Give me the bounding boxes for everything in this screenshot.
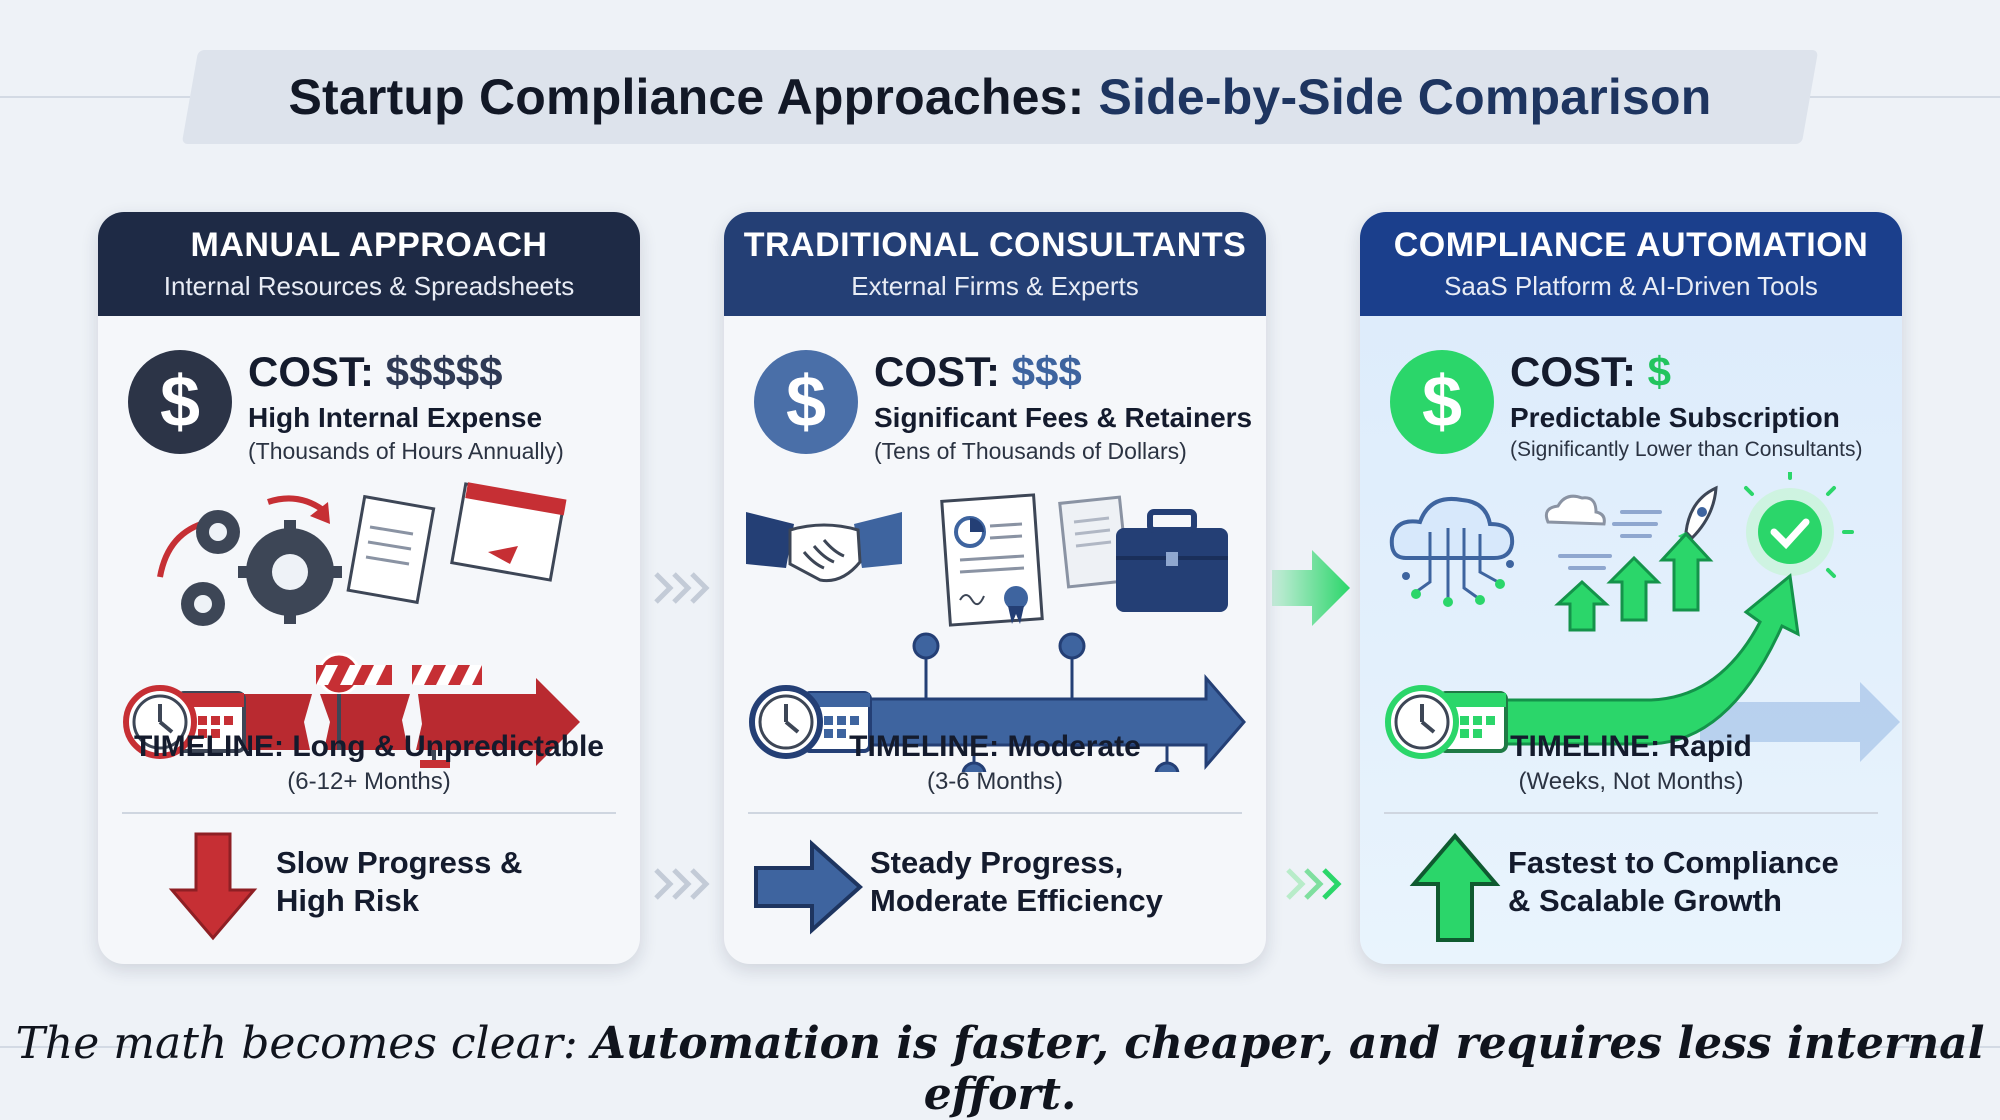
page-title: Startup Compliance Approaches: Side-by-S… (190, 50, 1810, 144)
cloud-network-icon (1389, 497, 1515, 607)
title-part2: Side-by-Side Comparison (1098, 69, 1712, 125)
briefcase-icon (1116, 509, 1228, 612)
card-title: MANUAL APPROACH (190, 226, 548, 264)
background-line-top-left (0, 96, 190, 98)
cost-note: (Significantly Lower than Consultants) (1510, 438, 1863, 461)
timeline-arrow (1458, 573, 1800, 746)
card-header: TRADITIONAL CONSULTANTS External Firms &… (724, 212, 1266, 316)
card-header: MANUAL APPROACH Internal Resources & Spr… (98, 212, 640, 316)
chevron-connector-icon (654, 868, 710, 900)
card-title: TRADITIONAL CONSULTANTS (743, 226, 1247, 264)
cost-title: COST: $ (1510, 348, 1671, 396)
cost-headline: Significant Fees & Retainers (874, 402, 1253, 433)
cost-symbol: $$$$$ (385, 348, 503, 395)
certificate-icon (940, 493, 1044, 627)
clock-calendar-icon (123, 685, 246, 759)
manual-illustration (123, 482, 580, 768)
outcome-line2: Moderate Efficiency (870, 883, 1163, 918)
dollar-coin-icon: $ (754, 350, 858, 454)
documents-icon (346, 482, 567, 605)
divider (1384, 812, 1878, 814)
timeline-detail: (Weeks, Not Months) (1518, 768, 1744, 795)
automation-illustration (1385, 472, 1900, 762)
handshake-icon (746, 512, 902, 583)
tagline-plain: The math becomes clear: (15, 1018, 578, 1069)
outcome-text: Fastest to Compliance & Scalable Growth (1508, 844, 1839, 920)
dollar-coin-icon: $ (128, 350, 232, 454)
clock-calendar-icon (1385, 685, 1508, 759)
cost-section: $ COST: $$$$$ High Internal Expense (Tho… (128, 342, 628, 464)
timeline-detail: (6-12+ Months) (287, 768, 451, 795)
cost-title: COST: $$$ (874, 348, 1082, 396)
outcome-line2: & Scalable Growth (1508, 883, 1782, 918)
cost-label: COST: (874, 348, 1000, 395)
timeline-arrow (822, 673, 1246, 771)
green-arrow-connector-icon (1272, 550, 1350, 626)
checkmark-icon (1744, 472, 1854, 578)
down-arrow-icon (168, 832, 258, 941)
outcome-text: Slow Progress & High Risk (276, 844, 522, 920)
growth-arrows-icon (1554, 531, 1714, 632)
timeline-label: TIMELINE: Long & Unpredictable (134, 730, 604, 763)
cost-section: $ COST: $$$ Significant Fees & Retainers… (754, 342, 1254, 464)
divider (122, 812, 616, 814)
chevron-connector-icon (654, 572, 710, 604)
outcome-line2: High Risk (276, 883, 419, 918)
outcome-text: Steady Progress, Moderate Efficiency (870, 844, 1163, 920)
milestone-markers (912, 632, 1180, 772)
gears-icon (181, 510, 342, 626)
roadblock-icon (316, 665, 482, 685)
up-arrow-icon (1409, 832, 1501, 942)
card-manual-approach: MANUAL APPROACH Internal Resources & Spr… (98, 212, 640, 964)
tagline-bold: Automation is faster, cheaper, and requi… (591, 1018, 1985, 1120)
card-subtitle: SaaS Platform & AI-Driven Tools (1444, 271, 1818, 301)
cost-label: COST: (1510, 348, 1636, 395)
cost-title: COST: $$$$$ (248, 348, 502, 396)
outcome-line1: Steady Progress, (870, 845, 1124, 880)
timeline-label: TIMELINE: Moderate (849, 730, 1141, 763)
divider (748, 812, 1242, 814)
outcome-line1: Fastest to Compliance (1508, 845, 1839, 880)
cost-headline: Predictable Subscription (1510, 402, 1840, 433)
card-header: COMPLIANCE AUTOMATION SaaS Platform & AI… (1360, 212, 1902, 316)
cost-note: (Tens of Thousands of Dollars) (874, 438, 1187, 464)
card-traditional-consultants: TRADITIONAL CONSULTANTS External Firms &… (724, 212, 1266, 964)
timeline-label: TIMELINE: Rapid (1510, 730, 1752, 763)
card-subtitle: External Firms & Experts (851, 271, 1139, 301)
cost-symbol: $$$ (1011, 348, 1082, 395)
right-arrow-icon (754, 839, 863, 935)
background-line-bottom-right (1870, 1046, 2000, 1048)
background-line-top-right (1810, 96, 2000, 98)
card-compliance-automation: COMPLIANCE AUTOMATION SaaS Platform & AI… (1360, 212, 1902, 964)
cost-label: COST: (248, 348, 374, 395)
title-part1: Startup Compliance Approaches: (288, 69, 1085, 125)
chevron-connector-icon (1286, 868, 1342, 900)
card-title: COMPLIANCE AUTOMATION (1393, 226, 1869, 264)
background-line-bottom-left (0, 1046, 130, 1048)
dollar-coin-icon: $ (1390, 350, 1494, 454)
cost-note: (Thousands of Hours Annually) (248, 438, 564, 464)
timeline-detail: (3-6 Months) (926, 768, 1064, 795)
tagline: The math becomes clear: Automation is fa… (0, 1018, 2000, 1120)
outcome-line1: Slow Progress & (276, 845, 523, 880)
cost-section: $ COST: $ Predictable Subscription (Sign… (1390, 342, 1890, 462)
card-subtitle: Internal Resources & Spreadsheets (163, 271, 575, 301)
consultants-illustration (746, 493, 1246, 772)
cost-headline: High Internal Expense (248, 402, 543, 433)
cost-symbol: $ (1647, 348, 1672, 395)
clock-calendar-icon (749, 685, 872, 759)
